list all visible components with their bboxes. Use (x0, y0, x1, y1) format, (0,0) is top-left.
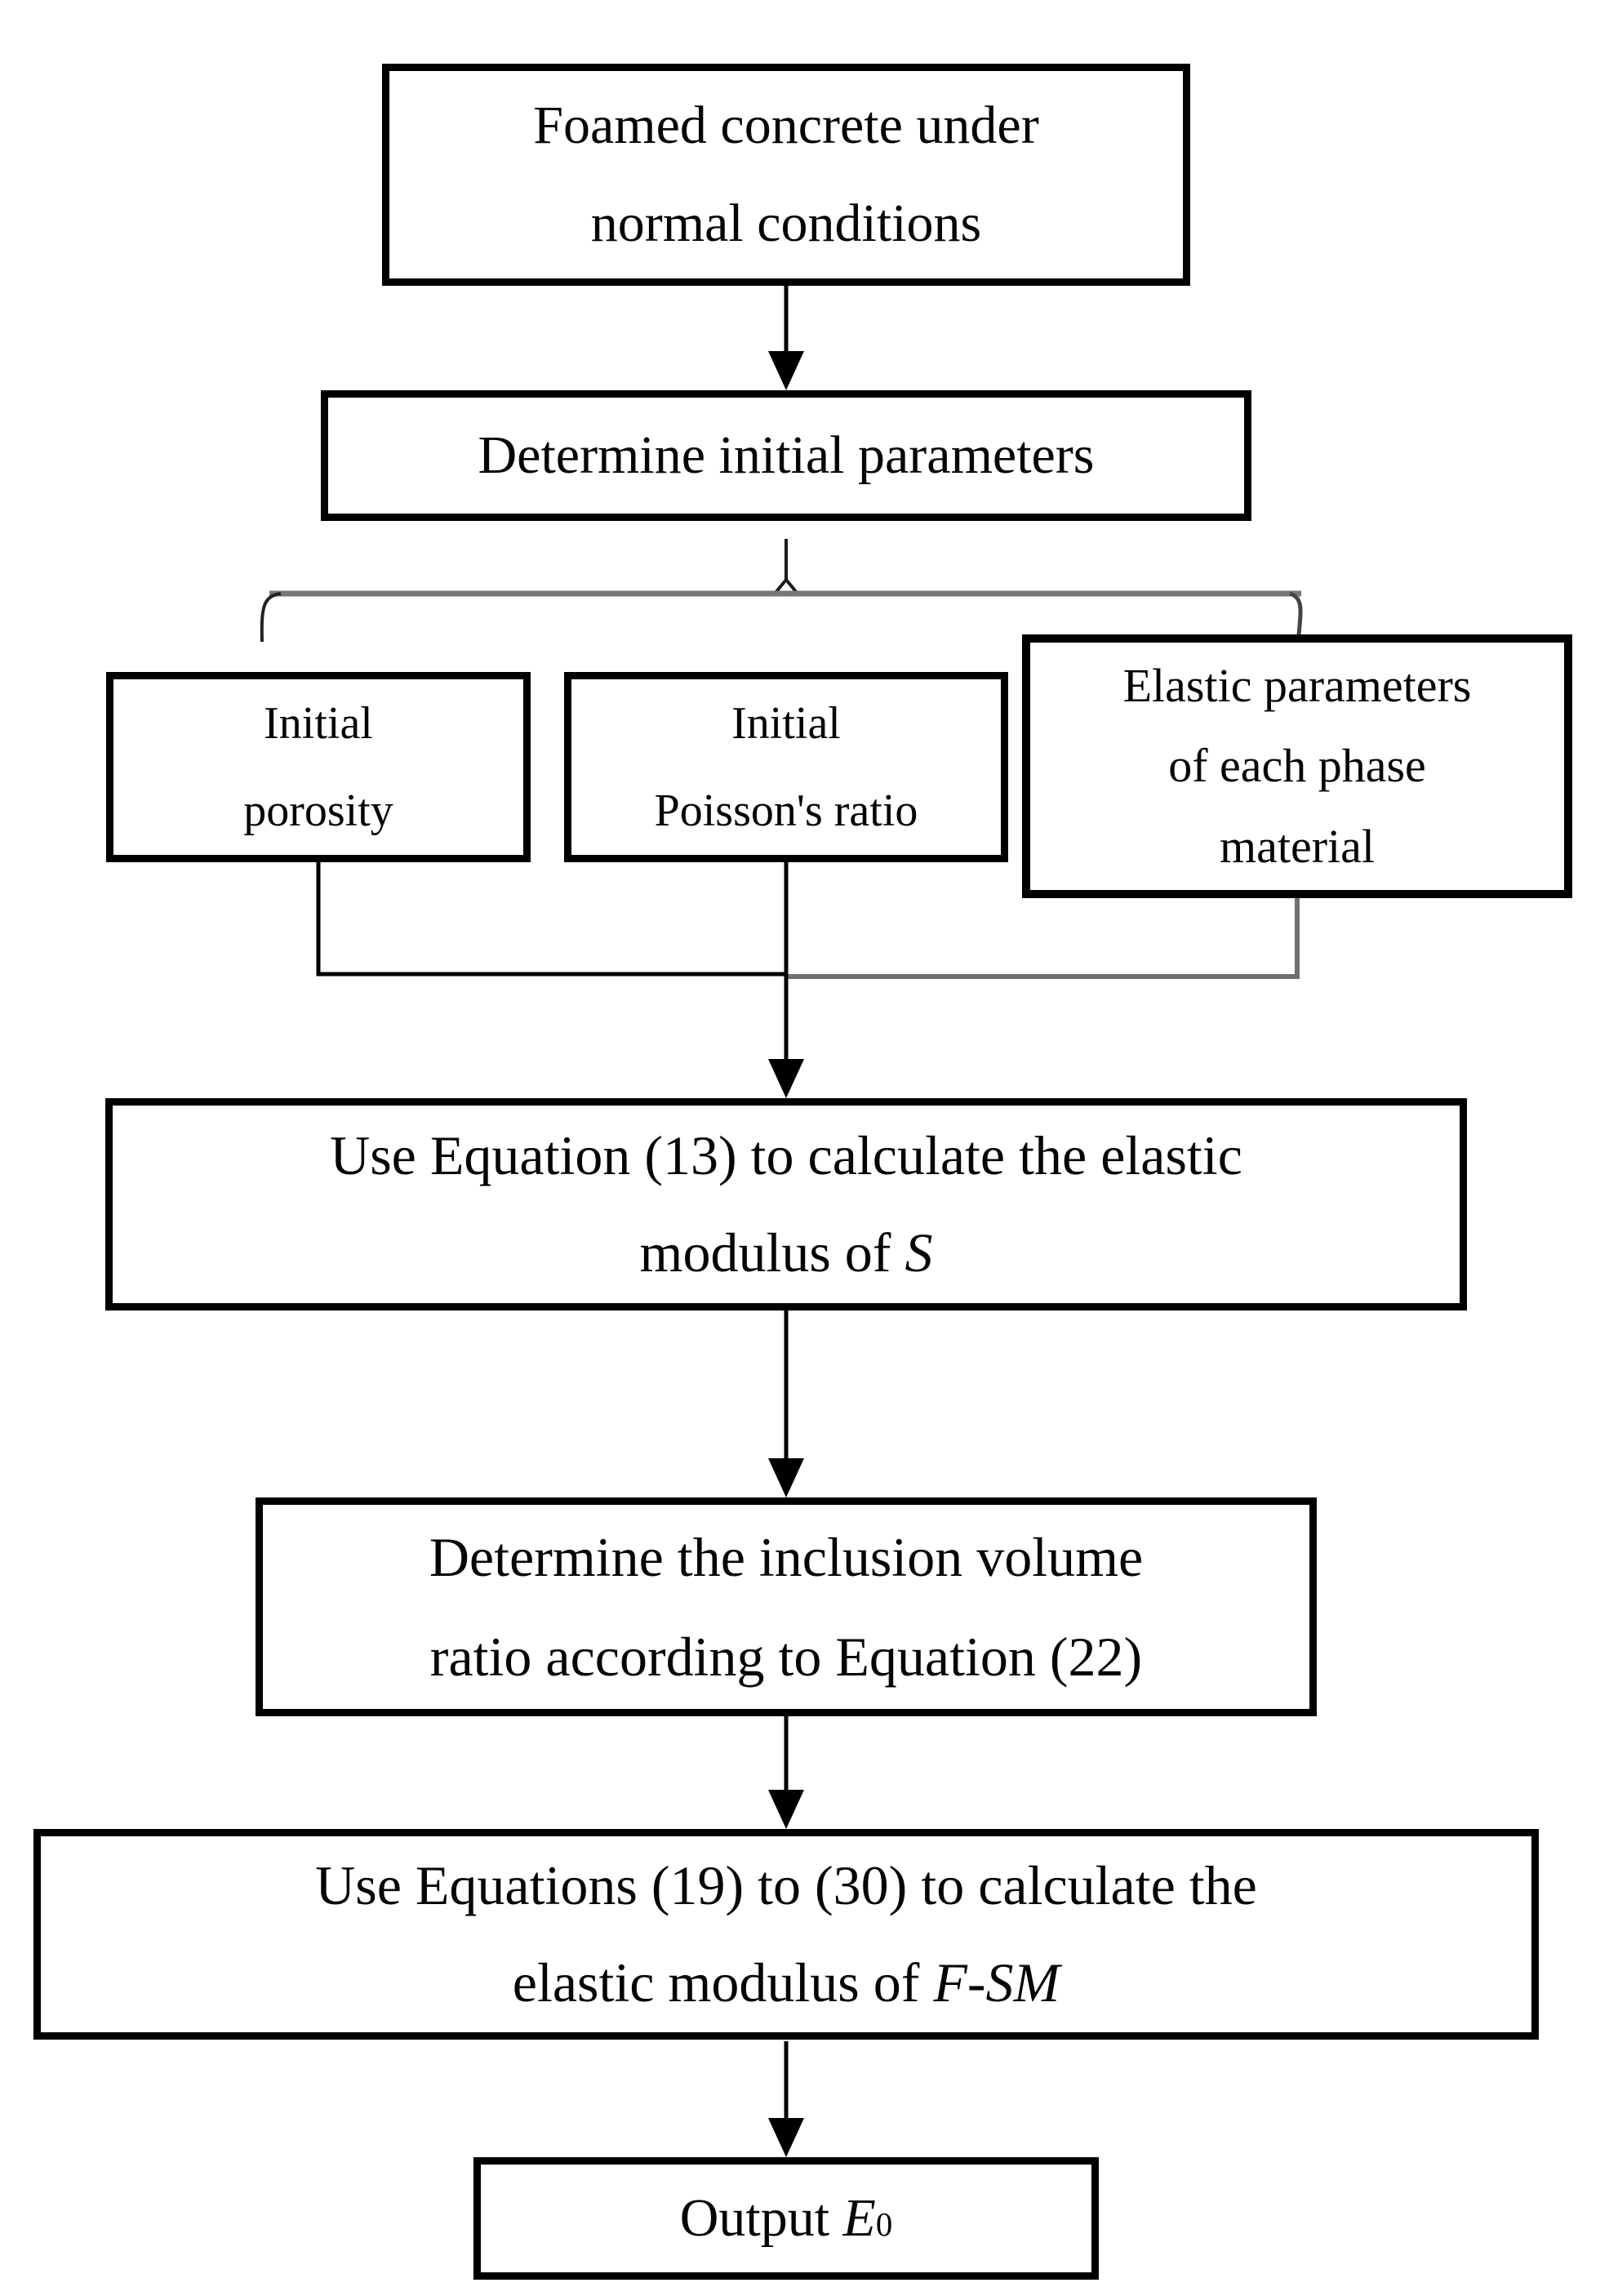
arrow-down-eq22-to-eq1930 (768, 1716, 804, 1829)
node-determine-initial-parameters: Determine initial parameters (321, 390, 1251, 521)
node-equation-13-symbol-S: S (905, 1221, 933, 1284)
merge-connector-porosity (316, 862, 786, 977)
node-equations-19-30-line2: elastic modulus of F-SM (513, 1934, 1060, 2031)
arrow-down-eq13-to-eq22 (768, 1310, 804, 1497)
node-elastic-parameters-line1: Elastic parameters (1122, 658, 1472, 712)
node-equations-19-30-symbol-FSM: F-SM (933, 1951, 1060, 2013)
node-equation-13-line2: modulus of S (640, 1204, 933, 1302)
node-initial-poissons-ratio-line1: Initial (731, 698, 841, 750)
node-equation-22-line1: Determine the inclusion volume (429, 1525, 1144, 1588)
node-equations-19-30-line2-text: elastic modulus of (512, 1951, 934, 2013)
arrow-down-start-to-params (768, 286, 804, 390)
node-output-e0-label: Output E0 (680, 2186, 893, 2250)
node-foamed-concrete-line1: Foamed concrete under (533, 95, 1039, 155)
arrow-down-merge-to-eq13 (768, 862, 804, 1098)
node-equation-22-line2: ratio according to Equation (22) (429, 1626, 1143, 1688)
node-output-e0: Output E0 (473, 2157, 1099, 2280)
node-initial-poissons-ratio: Initial Poisson's ratio (564, 672, 1008, 862)
node-equations-19-30-line1: Use Equations (19) to (30) to calculate … (315, 1854, 1257, 1916)
node-determine-initial-parameters-label: Determine initial parameters (478, 425, 1095, 486)
node-output-e0-subscript: 0 (875, 2206, 893, 2244)
node-equation-13: Use Equation (13) to calculate the elast… (105, 1098, 1467, 1310)
node-output-e0-symbol-E: E (842, 2188, 876, 2249)
merge-connector-elastic (786, 898, 1300, 979)
node-elastic-parameters: Elastic parameters of each phase materia… (1022, 634, 1572, 898)
node-initial-porosity-line1: Initial (264, 698, 373, 750)
node-elastic-parameters-line3: material (1219, 819, 1375, 873)
node-initial-porosity: Initial porosity (106, 672, 531, 862)
node-equation-13-line1: Use Equation (13) to calculate the elast… (330, 1124, 1242, 1186)
node-equations-19-30: Use Equations (19) to (30) to calculate … (33, 1829, 1539, 2040)
node-elastic-parameters-line2: of each phase (1168, 739, 1426, 793)
node-equation-13-line2-text: modulus of (639, 1221, 905, 1284)
brace-split (260, 539, 1303, 643)
node-initial-poissons-ratio-line2: Poisson's ratio (654, 785, 918, 836)
node-initial-porosity-line2: porosity (243, 785, 393, 836)
node-output-e0-text: Output (679, 2188, 843, 2249)
node-foamed-concrete-line2: normal conditions (590, 194, 982, 253)
node-foamed-concrete: Foamed concrete under normal conditions (382, 64, 1190, 286)
node-equation-22: Determine the inclusion volume ratio acc… (256, 1497, 1317, 1716)
arrow-down-eq1930-to-output (768, 2041, 804, 2157)
